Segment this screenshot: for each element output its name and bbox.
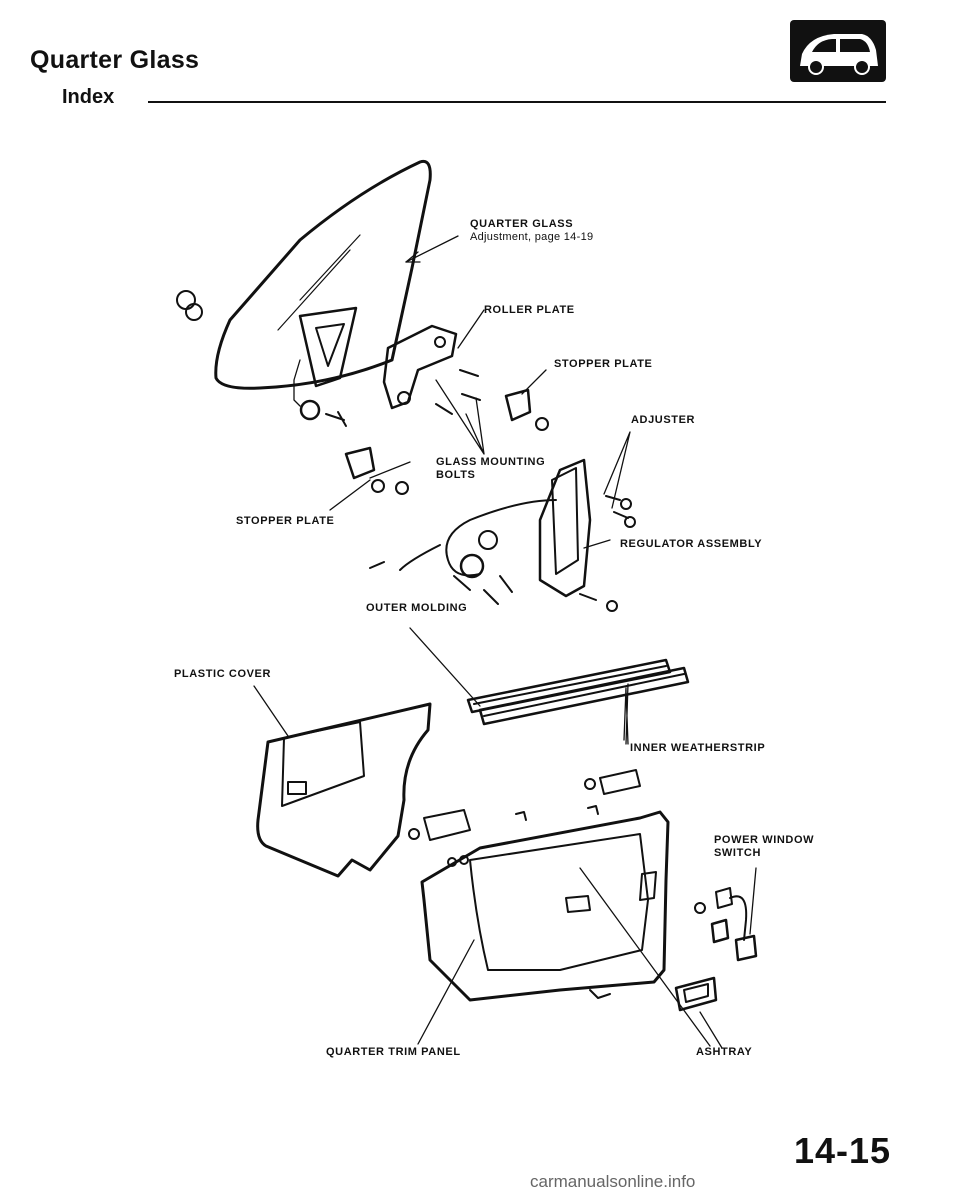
label-regulator-assembly: REGULATOR ASSEMBLY <box>620 538 763 550</box>
label-inner-weatherstrip: INNER WEATHERSTRIP <box>630 742 766 754</box>
trim-clips <box>408 769 641 841</box>
label-ashtray: ASHTRAY <box>696 1046 753 1058</box>
car-hatchback-icon <box>790 20 886 82</box>
leader-lines <box>253 235 757 1049</box>
outer-molding <box>466 658 672 714</box>
header-rule <box>148 101 886 103</box>
stopper-plate-lower <box>344 446 409 495</box>
label-quarter-glass: QUARTER GLASS <box>470 218 574 230</box>
label-stopper-plate-lower: STOPPER PLATE <box>236 515 335 527</box>
label-glass-mounting-bolts: GLASS MOUNTING BOLTS <box>436 456 546 481</box>
ashtray <box>674 976 718 1012</box>
power-window-switch <box>694 887 758 962</box>
label-adjuster: ADJUSTER <box>631 414 696 426</box>
label-quarter-trim-panel: QUARTER TRIM PANEL <box>326 1046 461 1058</box>
label-power-window-switch: POWER WINDOW SWITCH <box>714 834 815 859</box>
label-plastic-cover: PLASTIC COVER <box>174 668 272 680</box>
label-outer-molding: OUTER MOLDING <box>366 602 468 614</box>
stopper-plate-upper <box>504 388 549 431</box>
section-subtitle: Index <box>62 86 115 108</box>
glass-bracket <box>298 306 358 388</box>
page-number: 14-15 <box>794 1130 892 1171</box>
plastic-cover <box>256 702 432 878</box>
page-title: Quarter Glass <box>30 46 200 74</box>
regulator-assembly <box>369 458 636 612</box>
roller-bolt-set <box>176 290 481 427</box>
label-roller-plate: ROLLER PLATE <box>484 304 575 316</box>
label-quarter-glass-ref: Adjustment, page 14-19 <box>470 231 594 243</box>
quarter-glass <box>214 159 432 390</box>
inner-weatherstrip <box>478 666 690 726</box>
quarter-trim-panel <box>420 810 670 1002</box>
roller-plate <box>382 324 458 410</box>
label-stopper-plate-upper: STOPPER PLATE <box>554 358 653 370</box>
watermark: carmanualsonline.info <box>530 1172 696 1191</box>
